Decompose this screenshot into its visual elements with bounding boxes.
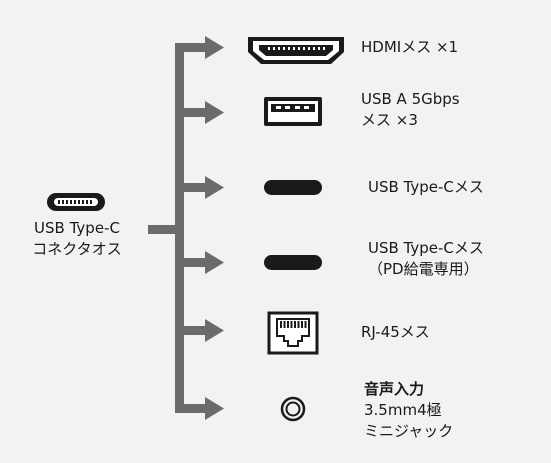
port-label-rj45: RJ-45メス xyxy=(361,322,430,343)
port-label-line: ミニジャック xyxy=(364,422,454,440)
port-label-line: USB Type-Cメス xyxy=(368,239,484,257)
port-label-line: USB Type-Cメス xyxy=(368,178,484,196)
port-label-line: RJ-45メス xyxy=(361,323,430,341)
port-label-usb-c: USB Type-Cメス xyxy=(368,177,484,198)
port-label-usb-a: USB A 5Gbps メス ×3 xyxy=(361,89,460,131)
branch-tree xyxy=(148,36,224,420)
branch-arrow-rj45 xyxy=(175,319,224,342)
usb-c-port-icon xyxy=(264,180,322,195)
port-label-line: HDMIメス ×1 xyxy=(361,38,459,56)
hdmi-port-icon xyxy=(248,37,344,64)
branch-arrow-usb-c xyxy=(175,176,224,199)
source-connector-label: USB Type-C コネクタオス xyxy=(4,218,150,260)
source-label-line1: USB Type-C xyxy=(34,219,120,237)
branch-arrow-usb-a xyxy=(175,101,224,124)
usb-c-connector-icon xyxy=(47,193,105,211)
port-label-line: メス ×3 xyxy=(361,111,418,129)
rj45-port-icon xyxy=(267,311,319,355)
branch-arrow-audio xyxy=(175,397,224,420)
port-label-hdmi: HDMIメス ×1 xyxy=(361,37,458,58)
audio-jack-icon xyxy=(280,396,306,422)
usb-c-pd-port-icon xyxy=(264,255,322,270)
port-label-line: （PD給電専用） xyxy=(368,260,479,278)
branch-arrow-usb-c-pd xyxy=(175,251,224,274)
port-label-line: 3.5mm4極 xyxy=(364,401,442,419)
port-label-usb-c-pd: USB Type-Cメス （PD給電専用） xyxy=(368,238,484,280)
usb-a-port-icon xyxy=(264,97,322,126)
port-label-line: USB A 5Gbps xyxy=(361,90,460,108)
trunk-connector xyxy=(148,225,182,234)
port-label-audio: 音声入力 3.5mm4極 ミニジャック xyxy=(364,379,453,442)
source-label-line2: コネクタオス xyxy=(32,240,122,258)
branch-arrow-hdmi xyxy=(175,36,224,59)
port-label-line: 音声入力 xyxy=(364,380,425,398)
trunk-vertical xyxy=(175,43,184,413)
